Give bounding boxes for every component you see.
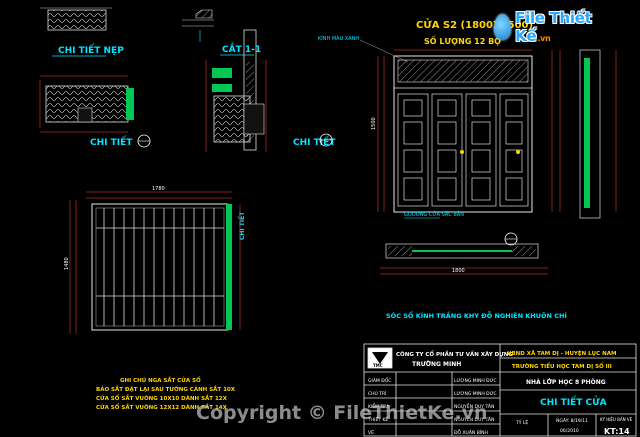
name-3: NGUYỄN DUY TÂN xyxy=(454,415,494,423)
dim-door-height: 1500 xyxy=(371,117,377,130)
window-grille: 1780 1480 CHI TIẾT xyxy=(64,186,246,334)
door-plan: 1800 SÓC SỔ KÍNH TRẮNG KHY ĐỖ NGHIÊN KHU… xyxy=(380,232,567,320)
sheet-label: KÝ HIỆU BẢN VẼ xyxy=(600,417,633,422)
filethietke-logo: File Thiết Kế.vn xyxy=(494,7,606,47)
detail-profile: CHI TIẾT xyxy=(39,75,151,148)
logo-text: File Thiết Kế.vn xyxy=(515,9,606,45)
company-name: CÔNG TY CỔ PHẦN TƯ VẤN XÂY DỰNG xyxy=(396,349,513,358)
role-2: KIỂM TRA xyxy=(368,402,390,410)
name-4: ĐỖ XUÂN BÌNH xyxy=(454,428,488,436)
dim-top-1780: 1780 xyxy=(152,186,165,192)
window-side-label: CHI TIẾT xyxy=(238,211,246,240)
logo-domain: .vn xyxy=(537,34,551,43)
label-chi-tiet-nep: CHI TIẾT NẸP xyxy=(58,43,124,56)
label-chi-tiet-2: CHI TIẾT xyxy=(293,135,336,148)
role-1: CHỦ TRÌ xyxy=(368,389,386,397)
note-1: BẢO SẮT ĐẶT LẠI SAU TƯỜNG CẢNH SẮT 10X xyxy=(96,385,236,393)
note-2: CỬA SỔ SẮT VUÔNG 10X10 DÀNH SẮT 12X xyxy=(96,394,228,402)
title-logo: TMC xyxy=(372,352,388,368)
detail-section-small xyxy=(182,9,214,42)
title-text: CÔNG TY CỔ PHẦN TƯ VẤN XÂY DỰNG TRƯỜNG M… xyxy=(367,349,633,436)
door-note-2: GOOONG CỬA SẮC BẢN xyxy=(404,210,464,218)
label-chi-tiet-1: CHI TIẾT xyxy=(90,135,133,148)
project-name: TRƯỜNG TIỂU HỌC TAM DỊ SỐ III xyxy=(512,362,612,370)
door-elevation: CỬA S2 (1800X1500) SỐ LƯỢNG 12 BỘ KÍNH M… xyxy=(318,17,617,219)
name-0: LƯƠNG MINH ĐỨC xyxy=(454,377,497,384)
logo-drop-icon xyxy=(494,14,512,40)
svg-text:TMC: TMC xyxy=(373,363,383,368)
drawing-name: CHI TIẾT CỬA xyxy=(540,395,607,408)
dim-door-width: 1800 xyxy=(452,268,465,274)
item-name: NHÀ LỚP HỌC 8 PHÒNG xyxy=(526,379,606,386)
window-note: SÓC SỔ KÍNH TRẮNG KHY ĐỖ NGHIÊN KHUÔN CH… xyxy=(386,310,567,320)
role-4: VẼ xyxy=(368,429,374,436)
label-cat-1-1: CẮT 1-1 xyxy=(222,42,261,55)
note-0: GHI CHÚ NGA SẮT CỬA SỔ xyxy=(120,376,201,384)
client-name: UBND XÃ TAM DỊ - HUYỆN LỤC NAM xyxy=(507,349,616,357)
sheet-number: KT:14 xyxy=(604,427,630,436)
door-count: SỐ LƯỢNG 12 BỘ xyxy=(424,34,501,46)
door-note: KÍNH MÀU XANH xyxy=(318,35,359,42)
note-3: CỬA SỔ SẮT VUÔNG 12X12 DÀNH SẮT 14X xyxy=(96,403,228,411)
name-1: LƯƠNG MINH ĐỨC xyxy=(454,390,497,397)
scale-label: TỶ LỆ xyxy=(515,418,528,426)
detail-nep: CHI TIẾT NẸP xyxy=(40,7,124,57)
detail-cat-1-1: CẮT 1-1 CHI TIẾT xyxy=(205,29,336,152)
dim-left-1480: 1480 xyxy=(64,257,70,270)
date-value: 06/2010 xyxy=(560,428,579,434)
name-2: NGUYỄN DUY TÂN xyxy=(454,402,494,410)
logo-brand: File Thiết Kế xyxy=(515,9,592,45)
company-sub: TRƯỜNG MINH xyxy=(412,361,461,368)
copyright-watermark: Copyright © FileThietKe.vn xyxy=(196,402,488,424)
role-3: THIẾT KẾ xyxy=(367,415,388,423)
notes: GHI CHÚ NGA SẮT CỬA SỔ BẢO SẮT ĐẶT LẠI S… xyxy=(96,376,236,411)
role-0: GIÁM ĐỐC xyxy=(368,376,391,384)
date-label: NGÀY: 8/19/11 xyxy=(556,417,588,424)
